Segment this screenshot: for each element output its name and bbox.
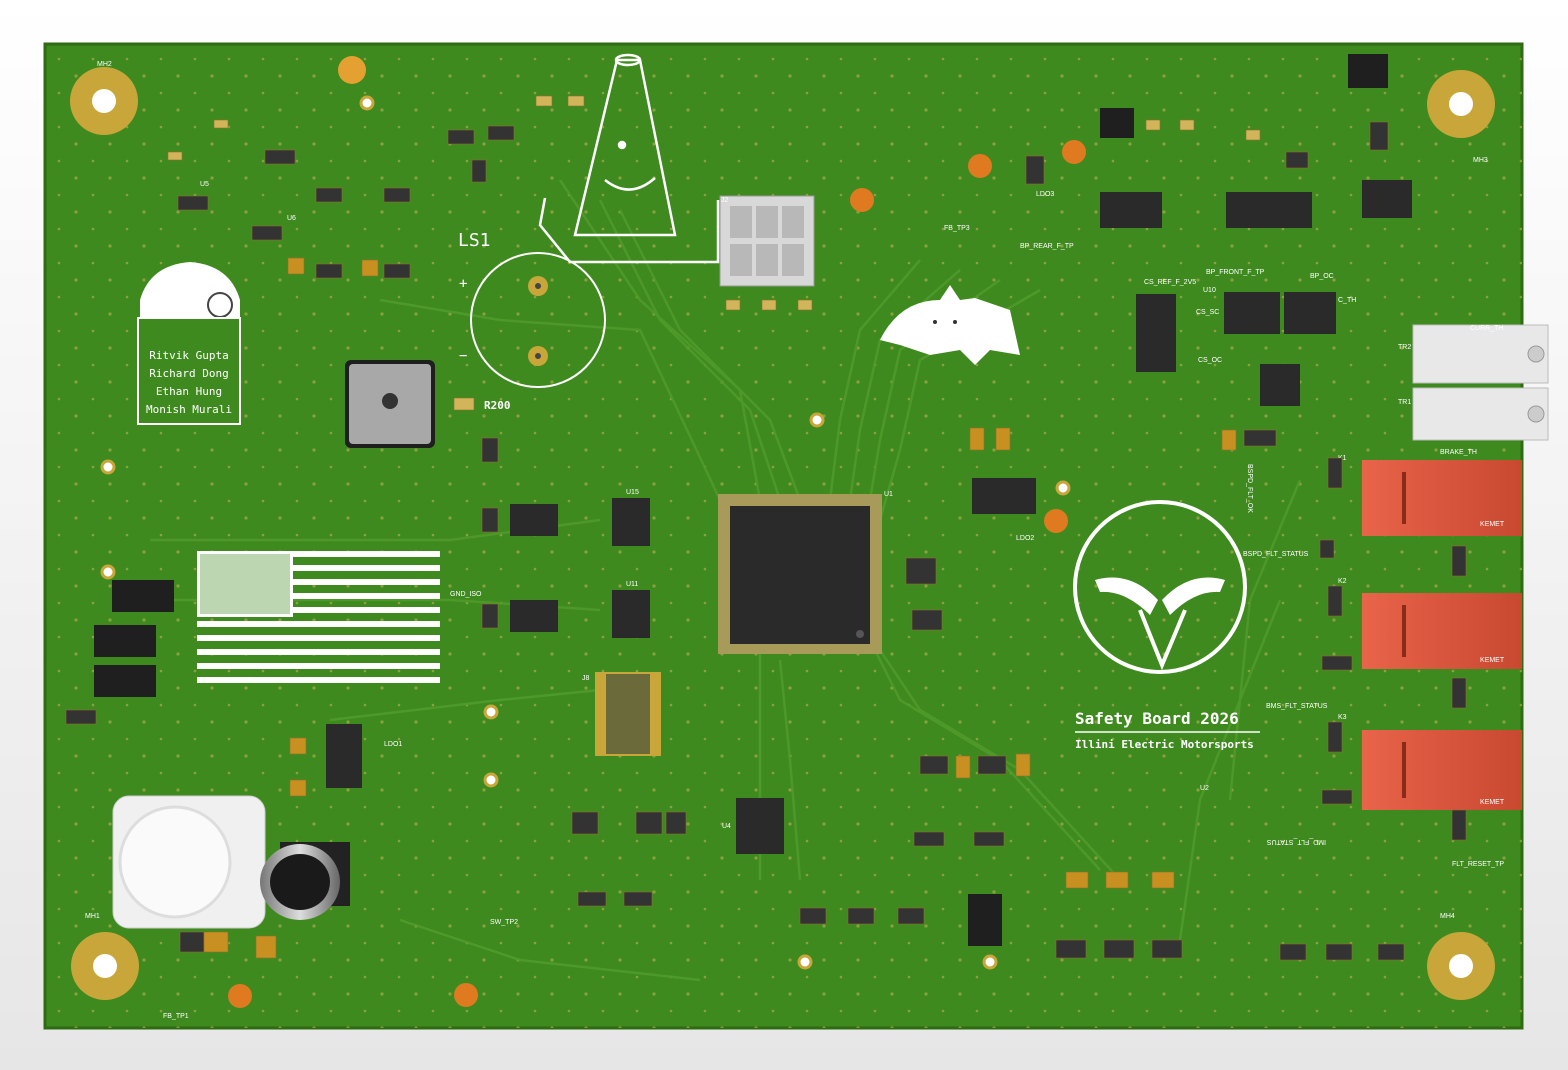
- tr2-label: TR2: [1398, 344, 1411, 351]
- u4-label: U4: [722, 823, 731, 830]
- mh4-label: MH4: [1440, 913, 1455, 920]
- board-subtitle: Illini Electric Motorsports: [1075, 738, 1254, 751]
- bms-flt-status-label: BMS_FLT_STATUS: [1266, 703, 1328, 710]
- mounting-hole-mh3: MH3: [1427, 70, 1495, 164]
- fb-tp3-label: FB_TP3: [944, 225, 970, 232]
- cs-oc-label: CS_OC: [1198, 357, 1222, 364]
- ldo1-label: LDO1: [384, 741, 402, 748]
- bspd-flt-ok-label: BSPD_FLT_OK: [1246, 464, 1253, 513]
- u5-label: U5: [200, 181, 209, 188]
- relay-k3-label: K3: [1338, 714, 1347, 721]
- team-name-4: Monish Murali: [146, 403, 232, 416]
- buzzer-plus: +: [459, 276, 467, 292]
- relay-k1-label: K1: [1338, 455, 1347, 462]
- u10-label: U10: [1203, 287, 1216, 294]
- brake-th-label: BRAKE_TH: [1440, 449, 1477, 456]
- relay-k2: KEMET K2: [1338, 578, 1522, 669]
- mh2-label: MH2: [97, 61, 112, 68]
- ls1-label: LS1: [458, 230, 491, 251]
- gnd-iso-label: GND_ISO: [450, 591, 482, 598]
- relay-k2-brand: KEMET: [1480, 657, 1505, 664]
- refdes-labels: U15 U11 U4 U6 U5 U10 U2 LDO1 LDO2 LDO3 F…: [163, 181, 1504, 1020]
- team-name-2: Richard Dong: [149, 367, 228, 380]
- mh3-label: MH3: [1473, 157, 1488, 164]
- connector-tr2: TR2: [1398, 324, 1549, 384]
- flt-reset-tp-label: FLT_RESET_TP: [1452, 861, 1504, 868]
- tantalum-caps: [228, 56, 1086, 1008]
- illini-logo: Safety Board 2026 Illini Electric Motors…: [1073, 500, 1260, 751]
- sw-tp2-label: SW_TP2: [490, 919, 518, 926]
- u11-label: U11: [626, 581, 638, 588]
- u1-label: U1: [884, 491, 893, 498]
- connector-tr1: TR1: [1398, 387, 1549, 441]
- buzzer-minus: −: [459, 348, 467, 364]
- fb-tp1-label: FB_TP1: [163, 1013, 189, 1020]
- u2-label: U2: [1200, 785, 1209, 792]
- relay-k3-brand: KEMET: [1480, 799, 1505, 806]
- j8-label: J8: [582, 675, 590, 682]
- connector-j8: [595, 672, 661, 756]
- mounting-hole-mh2: MH2: [70, 61, 138, 135]
- curr-th-label: CURR_TH: [1470, 325, 1503, 332]
- cone-logo: [538, 53, 720, 264]
- smd-parts: [65, 95, 1467, 961]
- imd-flt-status-label: IMD_FLT_STATUS: [1267, 838, 1326, 845]
- cat-logo: [880, 285, 1020, 365]
- u6-label: U6: [287, 215, 296, 222]
- bp-rear-f-tp-label: BP_REAR_F_TP: [1020, 243, 1074, 250]
- mcu-u1: U1: [718, 491, 893, 654]
- ldo3-label: LDO3: [1036, 191, 1054, 198]
- mounting-hole-mh1: MH1: [71, 913, 139, 1000]
- team-credits: Ritvik Gupta Richard Dong Ethan Hung Mon…: [137, 262, 241, 425]
- flag-silkscreen: [197, 551, 440, 683]
- connector-j2: [719, 195, 815, 287]
- relay-k2-label: K2: [1338, 578, 1347, 585]
- team-name-3: Ethan Hung: [156, 385, 222, 398]
- buzzer-ls1: LS1 + −: [458, 230, 606, 388]
- bspd-flt-status-label: BSPD_FLT_STATUS: [1243, 551, 1309, 558]
- u15-label: U15: [626, 489, 639, 496]
- inductor-1: [112, 795, 266, 929]
- relay-k3: KEMET K3: [1338, 714, 1522, 810]
- board-title: Safety Board 2026: [1075, 709, 1239, 728]
- r200-label: R200: [484, 399, 511, 412]
- bp-oc-label: BP_OC: [1310, 273, 1334, 280]
- team-name-1: Ritvik Gupta: [149, 349, 228, 362]
- mh1-label: MH1: [85, 913, 100, 920]
- cs-ref-label: CS_REF_F_2V5: [1144, 279, 1196, 286]
- c-th-label: C_TH: [1338, 297, 1356, 304]
- ic-packages: [94, 54, 1412, 946]
- cs-sc-label: CS_SC: [1196, 309, 1219, 316]
- buzzer-g1: R200: [345, 360, 511, 448]
- bp-front-f-tp-label: BP_FRONT_F_TP: [1206, 269, 1265, 276]
- electrolytic-cap: [260, 842, 350, 920]
- through-holes: [100, 95, 1071, 970]
- relay-k1-brand: KEMET: [1480, 521, 1505, 528]
- ldo2-label: LDO2: [1016, 535, 1034, 542]
- relay-k1: KEMET K1: [1338, 455, 1522, 536]
- j2-label: J2: [721, 197, 729, 204]
- tr1-label: TR1: [1398, 399, 1411, 406]
- mounting-hole-mh4: MH4: [1427, 913, 1495, 1000]
